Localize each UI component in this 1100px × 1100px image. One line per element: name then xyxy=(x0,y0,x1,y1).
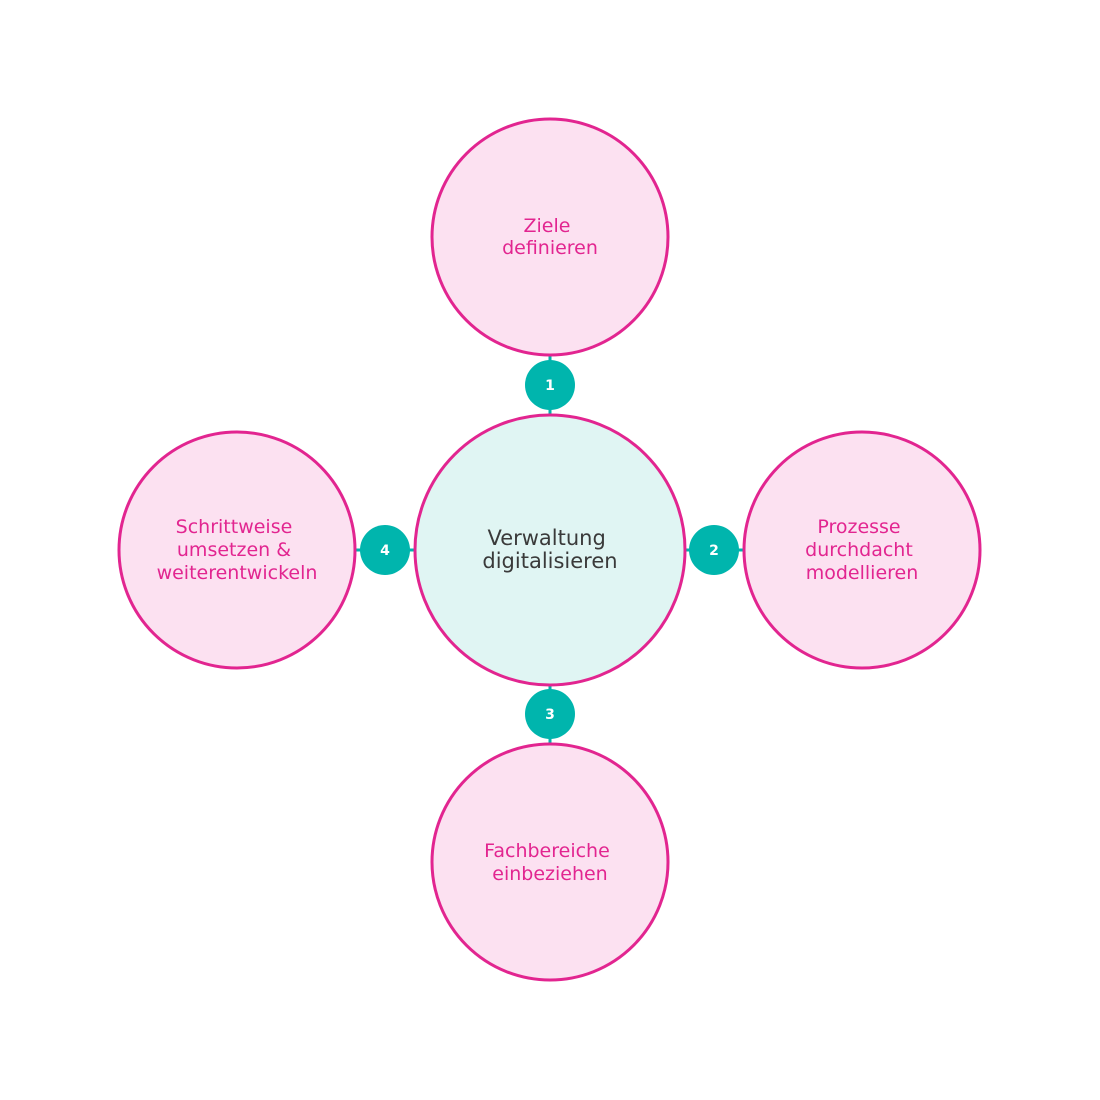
step-node-3: Fachbereiche einbeziehen xyxy=(430,742,670,982)
step-4-label-line-3: weiterentwickeln xyxy=(157,562,318,584)
badge-circle-3 xyxy=(525,689,575,739)
badge-number-4: 4 xyxy=(380,543,390,559)
badge-number-2: 2 xyxy=(709,543,719,559)
svg-text:Verwaltung digitalisiere: Verwaltung digitalisieren xyxy=(482,526,617,573)
badge-number-1: 1 xyxy=(545,378,555,394)
step-badge-2: 2 xyxy=(689,525,739,575)
step-circle-2 xyxy=(742,430,982,670)
step-4-label-line-1: Schrittweise xyxy=(176,516,293,538)
step-1-label-line-2: definieren xyxy=(502,237,598,259)
center-node: Verwaltung digitalisieren xyxy=(413,413,687,687)
center-label-line-2: digitalisieren xyxy=(482,549,617,573)
step-2-label-line-1: Prozesse xyxy=(817,516,900,538)
center-label-line-1: Verwaltung xyxy=(487,526,605,550)
step-circle-1 xyxy=(430,117,670,357)
svg-text:Prozesse durchdacht: Prozesse durchdacht modellieren xyxy=(805,516,919,584)
step-2-label-line-2: durchdacht xyxy=(805,539,913,561)
svg-text:Schrittweise umsetzen &: Schrittweise umsetzen & weiterentwickeln xyxy=(157,516,318,584)
step-1-label-line-1: Ziele xyxy=(524,215,571,237)
badge-circle-1 xyxy=(525,360,575,410)
center-circle xyxy=(413,413,687,687)
svg-text:Ziele definieren: Ziele definieren xyxy=(502,215,598,259)
step-3-label-line-1: Fachbereiche xyxy=(484,840,610,862)
step-2-label-line-3: modellieren xyxy=(806,562,919,584)
step-4-label-line-2: umsetzen & xyxy=(177,539,291,561)
step-badge-1: 1 xyxy=(525,360,575,410)
badge-circle-4 xyxy=(360,525,410,575)
svg-text:Fachbereiche einbeziehen: Fachbereiche einbeziehen xyxy=(484,840,616,885)
step-node-2: Prozesse durchdacht modellieren xyxy=(742,430,982,670)
step-circle-3 xyxy=(430,742,670,982)
step-badge-4: 4 xyxy=(360,525,410,575)
badge-circle-2 xyxy=(689,525,739,575)
step-circle-4 xyxy=(117,430,357,670)
step-node-1: Ziele definieren xyxy=(430,117,670,357)
step-3-label-line-2: einbeziehen xyxy=(492,863,607,885)
step-badge-3: 3 xyxy=(525,689,575,739)
step-node-4: Schrittweise umsetzen & weiterentwickeln xyxy=(117,430,357,670)
badge-number-3: 3 xyxy=(545,707,555,723)
